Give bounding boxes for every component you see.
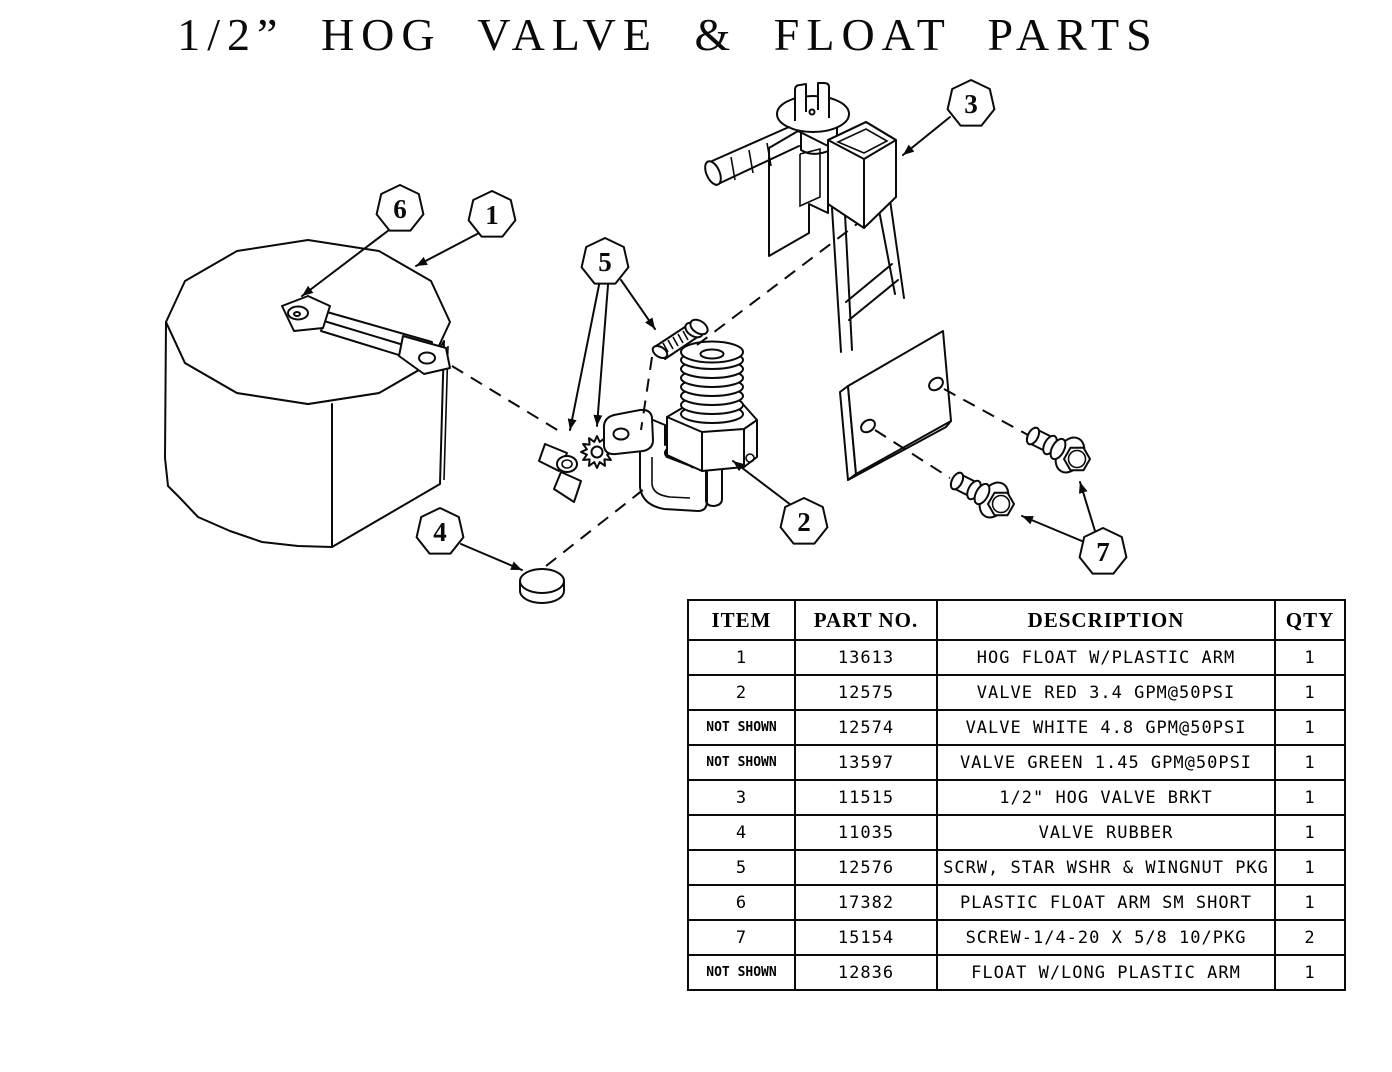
cell-item: NOT SHOWN — [687, 709, 796, 746]
cell-description: SCRW, STAR WSHR & WINGNUT PKG — [936, 849, 1276, 886]
cell-part-no: 12575 — [794, 674, 938, 711]
cell-item: 6 — [687, 884, 796, 921]
mounting-screw-upper — [1023, 424, 1092, 479]
cell-description: VALVE RED 3.4 GPM@50PSI — [936, 674, 1276, 711]
callout-balloon-4: 4 — [415, 507, 465, 555]
cell-qty: 1 — [1274, 744, 1346, 781]
svg-text:1: 1 — [485, 200, 499, 230]
callout-leader-lines — [301, 116, 1096, 571]
cell-qty: 1 — [1274, 779, 1346, 816]
header-part-no: PART NO. — [794, 599, 938, 641]
cell-description: VALVE GREEN 1.45 GPM@50PSI — [936, 744, 1276, 781]
header-qty: QTY — [1274, 599, 1346, 641]
parts-table-header-row: ITEM PART NO. DESCRIPTION QTY — [687, 599, 1346, 641]
cell-description: FLOAT W/LONG PLASTIC ARM — [936, 954, 1276, 991]
cell-item: 7 — [687, 919, 796, 956]
cell-part-no: 15154 — [794, 919, 938, 956]
bracket-valve-top — [704, 82, 850, 257]
svg-text:6: 6 — [393, 194, 407, 224]
mounting-screw-lower — [947, 469, 1016, 524]
callout-balloon-6: 6 — [375, 184, 425, 232]
svg-text:7: 7 — [1096, 537, 1110, 567]
cell-qty: 1 — [1274, 954, 1346, 991]
hog-float-body — [164, 239, 451, 548]
cell-description: 1/2" HOG VALVE BRKT — [936, 779, 1276, 816]
cell-item: 2 — [687, 674, 796, 711]
cell-part-no: 13597 — [794, 744, 938, 781]
star-washer — [580, 435, 614, 469]
cell-description: SCREW-1/4-20 X 5/8 10/PKG — [936, 919, 1276, 956]
exploded-view-diagram: 1 2 3 4 5 6 7 — [164, 79, 1128, 604]
cell-qty: 1 — [1274, 814, 1346, 851]
callout-balloon-5: 5 — [580, 237, 630, 285]
cell-item: NOT SHOWN — [687, 954, 796, 991]
callout-balloon-2: 2 — [779, 497, 829, 545]
cell-part-no: 11515 — [794, 779, 938, 816]
cell-part-no: 12576 — [794, 849, 938, 886]
bracket-legs — [831, 199, 905, 353]
svg-text:3: 3 — [964, 89, 978, 119]
cell-item: 1 — [687, 639, 796, 676]
cell-item: 4 — [687, 814, 796, 851]
cell-item: 3 — [687, 779, 796, 816]
cell-description: VALVE RUBBER — [936, 814, 1276, 851]
header-description: DESCRIPTION — [936, 599, 1276, 641]
cell-part-no: 11035 — [794, 814, 938, 851]
callout-balloon-7: 7 — [1078, 527, 1128, 575]
valve-rubber-disc — [519, 568, 565, 604]
drawing-title: 1/2” HOG VALVE & FLOAT PARTS — [177, 9, 1159, 60]
hose-barb — [704, 126, 800, 186]
cell-description: HOG FLOAT W/PLASTIC ARM — [936, 639, 1276, 676]
valve-body — [666, 340, 758, 507]
cell-part-no: 12836 — [794, 954, 938, 991]
callout-balloon-3: 3 — [946, 79, 996, 127]
callout-balloons: 1 2 3 4 5 6 7 — [375, 79, 1128, 575]
assembly-dashed-lines — [451, 223, 1029, 567]
svg-text:4: 4 — [433, 517, 447, 547]
cell-qty: 1 — [1274, 709, 1346, 746]
hog-valve-bracket — [704, 82, 952, 481]
cell-qty: 2 — [1274, 919, 1346, 956]
cell-qty: 1 — [1274, 884, 1346, 921]
thumb-screw — [651, 318, 709, 360]
bracket-square-socket — [827, 121, 897, 229]
cell-qty: 1 — [1274, 849, 1346, 886]
svg-text:2: 2 — [797, 507, 811, 537]
cell-qty: 1 — [1274, 639, 1346, 676]
svg-text:5: 5 — [598, 247, 612, 277]
callout-balloon-1: 1 — [467, 190, 517, 238]
cell-item: 5 — [687, 849, 796, 886]
cell-description: VALVE WHITE 4.8 GPM@50PSI — [936, 709, 1276, 746]
mounting-screws — [947, 424, 1092, 524]
plastic-float-arm — [281, 295, 451, 375]
cell-description: PLASTIC FLOAT ARM SM SHORT — [936, 884, 1276, 921]
cell-part-no: 17382 — [794, 884, 938, 921]
cell-qty: 1 — [1274, 674, 1346, 711]
cell-item: NOT SHOWN — [687, 744, 796, 781]
cell-part-no: 13613 — [794, 639, 938, 676]
wingnut — [538, 443, 582, 503]
cell-part-no: 12574 — [794, 709, 938, 746]
bracket-mounting-plate — [839, 330, 952, 481]
header-item: ITEM — [687, 599, 796, 641]
